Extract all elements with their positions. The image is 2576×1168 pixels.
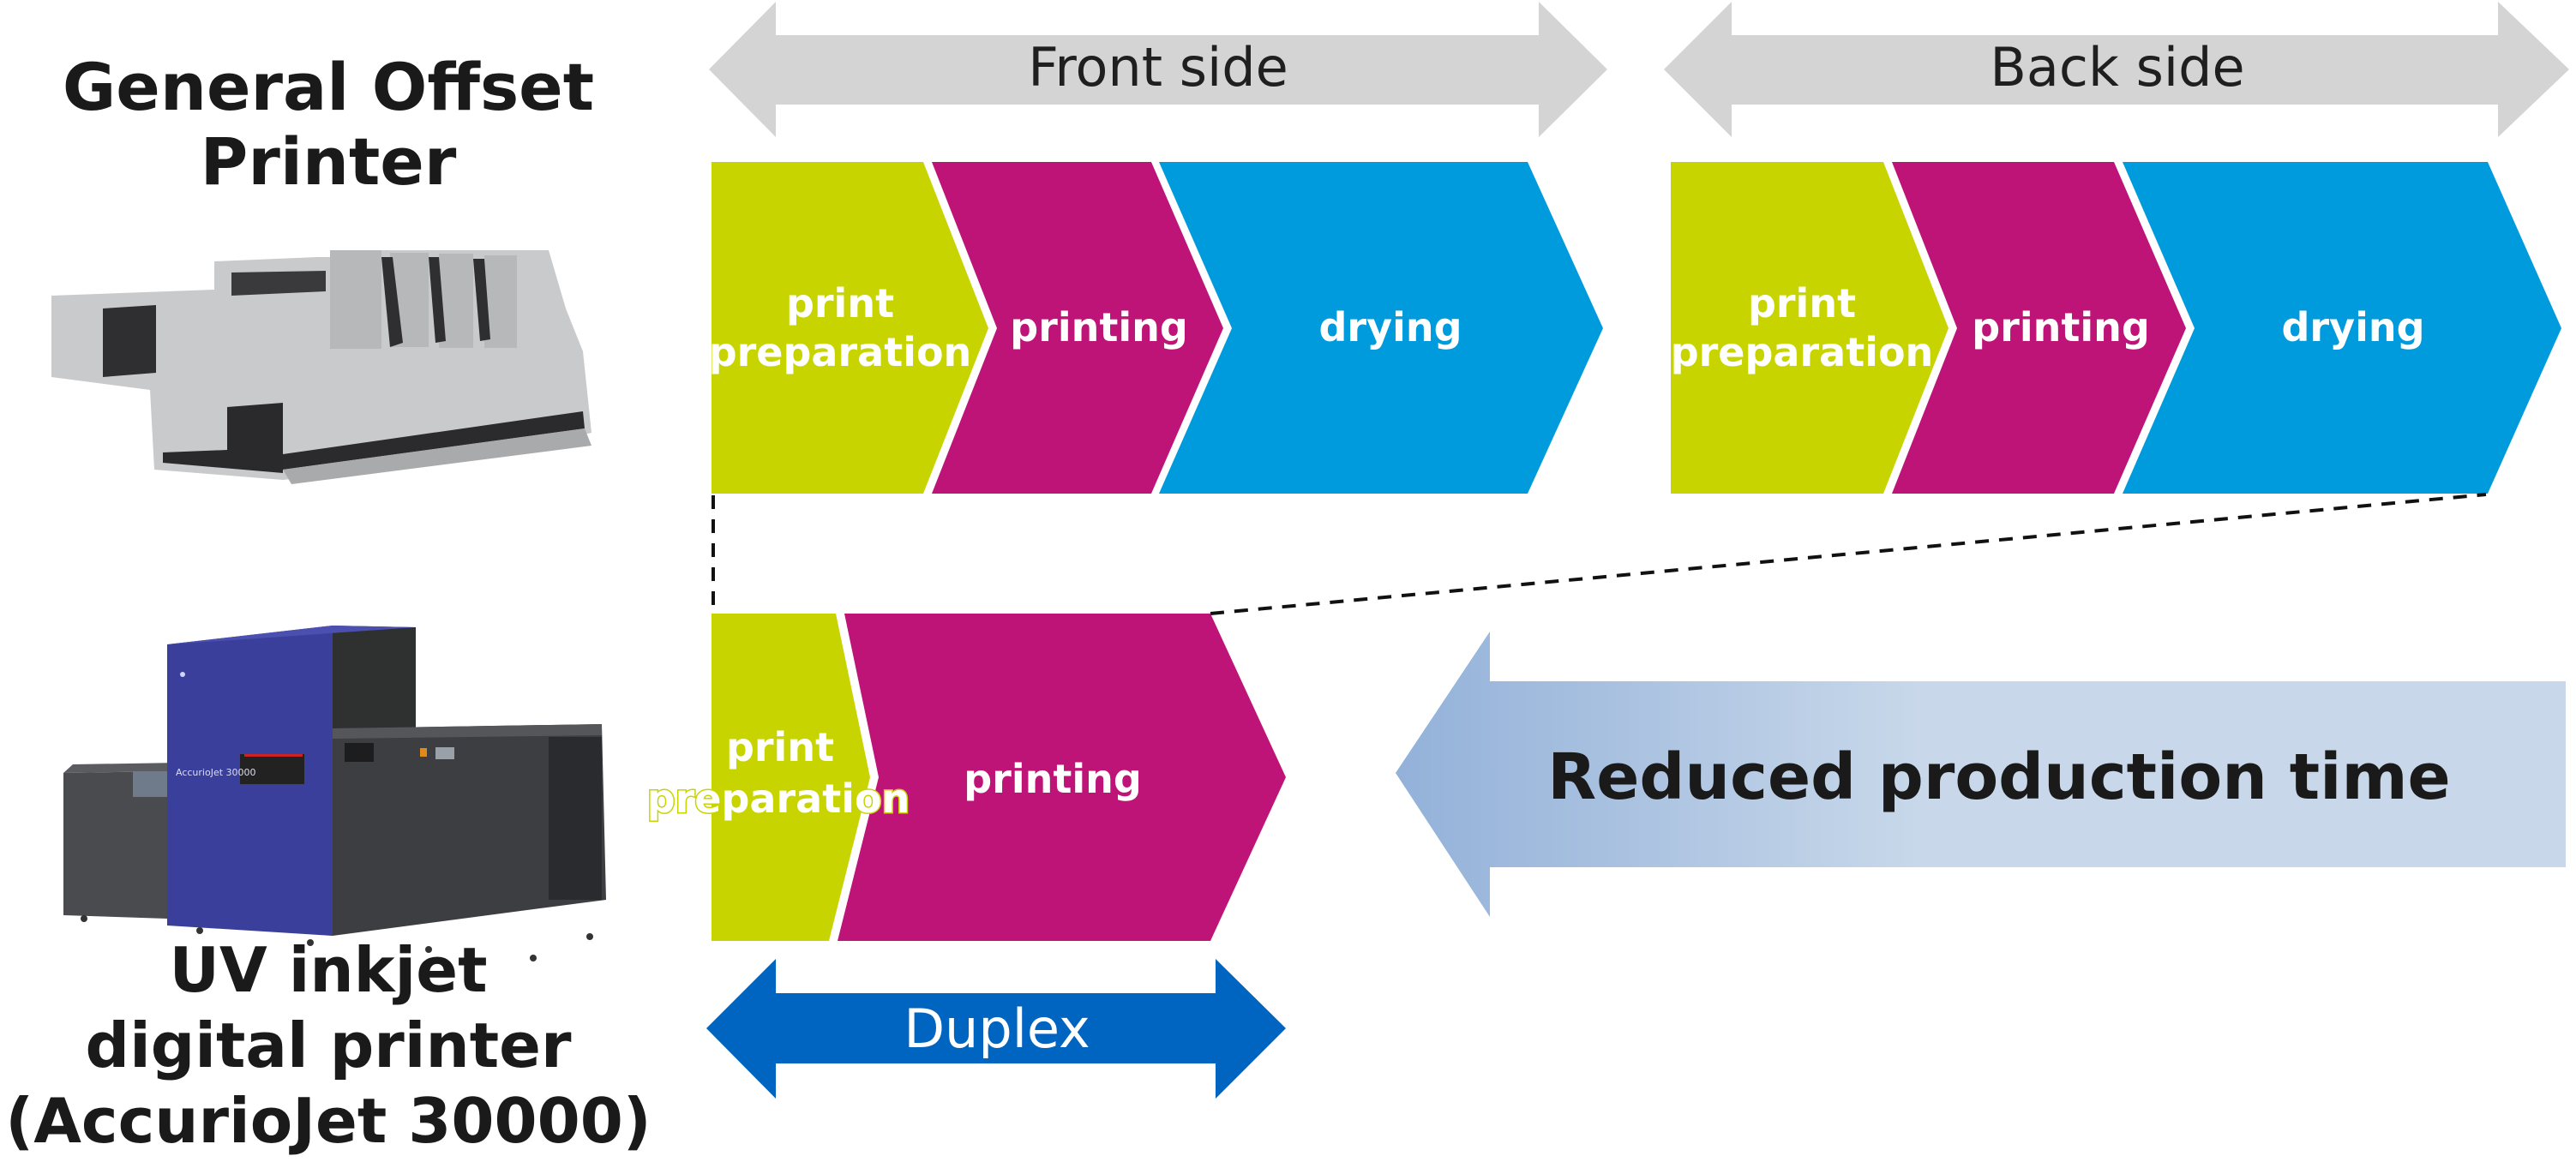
inkjet-step-printing-shape [838, 614, 1286, 941]
back-step-printing-shape [1892, 162, 2186, 494]
front-step-prep-shape [712, 162, 988, 494]
offset-printer-title-line2: Printer [201, 123, 457, 200]
front-side-label: Front side [1028, 36, 1288, 99]
front-step-printing-label: printing [1010, 304, 1188, 350]
accuriojet-printer-photo: AccurioJet 30000 [63, 626, 606, 961]
back-step-prep-label-line2: preparation [1671, 329, 1934, 375]
offset-printer-title-line1: General Offset [63, 49, 594, 125]
back-step-prep-label-line1: print [1748, 280, 1856, 326]
inkjet-printer-title-line1: UV inkjet [169, 934, 487, 1006]
inkjet-step-printing-label: printing [964, 756, 1142, 802]
duplex-span-arrow [706, 959, 1286, 1099]
inkjet-printer-title-line2: digital printer [86, 1009, 572, 1081]
inkjet-step-prep-shape [712, 614, 870, 941]
inkjet-step-prep-label-line2: preparation [647, 776, 910, 822]
front-side-span-arrow [709, 2, 1607, 137]
back-side-process: print preparation printing drying [1671, 162, 2561, 494]
inkjet-printer-title-line3: (AccurioJet 30000) [5, 1085, 651, 1157]
back-side-label: Back side [1990, 36, 2244, 99]
reduced-production-time-arrow [1396, 632, 2566, 917]
front-step-prep-label-line2: preparation [709, 329, 972, 375]
front-step-drying-label: drying [1318, 304, 1462, 350]
front-step-printing-shape [932, 162, 1223, 494]
back-step-printing-label: printing [1972, 304, 2150, 350]
dashed-connector-right [1210, 493, 2487, 615]
back-side-span-arrow [1664, 2, 2569, 137]
offset-printer-illustration [51, 250, 591, 484]
konica-logo-icon [180, 672, 185, 677]
printer-brand-label: AccurioJet 30000 [176, 767, 256, 778]
inkjet-step-prep-label-line1: print [726, 724, 834, 770]
front-step-drying-shape [1159, 162, 1603, 494]
reduced-production-time-label: Reduced production time [1547, 740, 2451, 814]
inkjet-process: print preparation printing [646, 614, 1286, 941]
back-step-drying-shape [2123, 162, 2561, 494]
back-step-prep-shape [1671, 162, 1949, 494]
front-side-process: print preparation printing drying [709, 162, 1603, 494]
front-step-prep-label-line1: print [786, 280, 894, 326]
back-step-drying-label: drying [2281, 304, 2424, 350]
duplex-label: Duplex [904, 997, 1090, 1060]
